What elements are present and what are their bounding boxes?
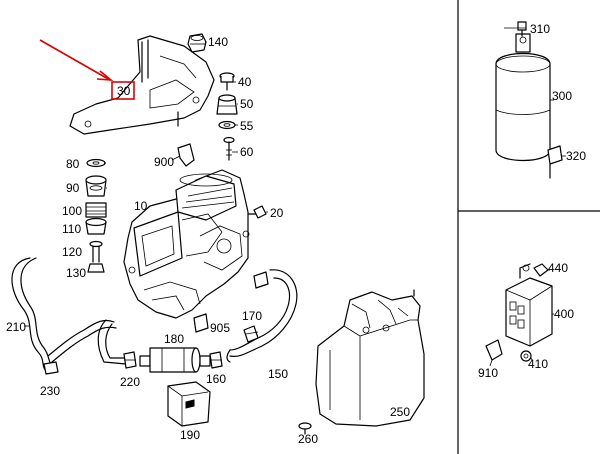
callout-900[interactable]: 900 [154, 155, 174, 169]
spring-mount-100[interactable] [85, 202, 107, 218]
callout-160[interactable]: 160 [206, 372, 226, 386]
nut-440[interactable] [533, 263, 549, 277]
screw-260[interactable] [298, 422, 312, 435]
fitting-410[interactable] [520, 350, 532, 362]
stud-120[interactable] [89, 240, 103, 263]
clamp-160[interactable] [209, 351, 223, 369]
mounting-bracket-30[interactable] [69, 35, 215, 135]
callout-140[interactable]: 140 [208, 35, 228, 49]
callout-110[interactable]: 110 [62, 222, 81, 236]
callout-410[interactable]: 410 [528, 357, 548, 371]
callout-60[interactable]: 60 [240, 145, 254, 159]
rubber-mount-140[interactable] [187, 33, 207, 53]
bushing-50[interactable] [216, 94, 238, 115]
clamp-220[interactable] [123, 351, 137, 369]
callout-40[interactable]: 40 [238, 75, 252, 89]
callout-150[interactable]: 150 [268, 367, 288, 381]
cover-250[interactable] [315, 289, 425, 427]
filter-180[interactable] [139, 347, 211, 373]
callout-180[interactable]: 180 [164, 332, 184, 346]
callout-220[interactable]: 220 [120, 375, 140, 389]
callout-230[interactable]: 230 [40, 384, 60, 398]
hose-150[interactable] [226, 269, 298, 363]
bolt-60[interactable] [223, 136, 235, 161]
callout-120[interactable]: 120 [62, 245, 82, 259]
callout-10[interactable]: 10 [134, 199, 148, 213]
callout-210[interactable]: 210 [6, 320, 26, 334]
callout-320[interactable]: 320 [566, 149, 586, 163]
clip-910[interactable] [485, 339, 503, 361]
hose-210[interactable] [11, 257, 127, 373]
highlight-30 [39, 39, 135, 100]
compressor-10[interactable] [123, 169, 250, 319]
callout-905[interactable]: 905 [210, 321, 230, 335]
callout-55[interactable]: 55 [240, 119, 254, 133]
panel-dividers [457, 0, 600, 454]
fitting-20[interactable] [247, 205, 267, 219]
washer-80[interactable] [86, 158, 106, 168]
nut-130[interactable] [87, 263, 105, 273]
callout-30[interactable]: 30 [117, 84, 131, 98]
hose-clamp-150-top[interactable] [253, 271, 269, 289]
callout-260[interactable]: 260 [298, 432, 318, 446]
clip-900[interactable] [177, 143, 195, 167]
callout-20[interactable]: 20 [270, 206, 284, 220]
callout-400[interactable]: 400 [554, 307, 574, 321]
clip-230[interactable] [43, 361, 59, 375]
callout-910[interactable]: 910 [478, 366, 498, 380]
callout-80[interactable]: 80 [66, 157, 80, 171]
callout-130[interactable]: 130 [66, 266, 86, 280]
callout-250[interactable]: 250 [390, 405, 410, 419]
bolt-40[interactable] [219, 72, 235, 91]
fitting-320[interactable] [547, 145, 563, 179]
callout-190[interactable]: 190 [180, 428, 200, 442]
callout-90[interactable]: 90 [66, 181, 80, 195]
callout-440[interactable]: 440 [548, 261, 568, 275]
washer-55[interactable] [218, 120, 236, 130]
filter-housing-190[interactable] [167, 381, 211, 427]
leader-lines [24, 27, 566, 367]
bushing-90[interactable] [85, 175, 107, 197]
callout-310[interactable]: 310 [530, 22, 550, 36]
valve-block-400[interactable] [505, 263, 553, 347]
callout-100[interactable]: 100 [62, 204, 82, 218]
callout-300[interactable]: 300 [552, 89, 572, 103]
air-reservoir-300[interactable] [495, 33, 551, 162]
rubber-mount-110[interactable] [85, 217, 107, 235]
callout-50[interactable]: 50 [240, 97, 254, 111]
callout-labels: 30 140 40 50 55 60 900 10 20 80 90 100 1… [6, 22, 586, 446]
callout-170[interactable]: 170 [242, 309, 262, 323]
bracket-905[interactable] [193, 313, 209, 333]
